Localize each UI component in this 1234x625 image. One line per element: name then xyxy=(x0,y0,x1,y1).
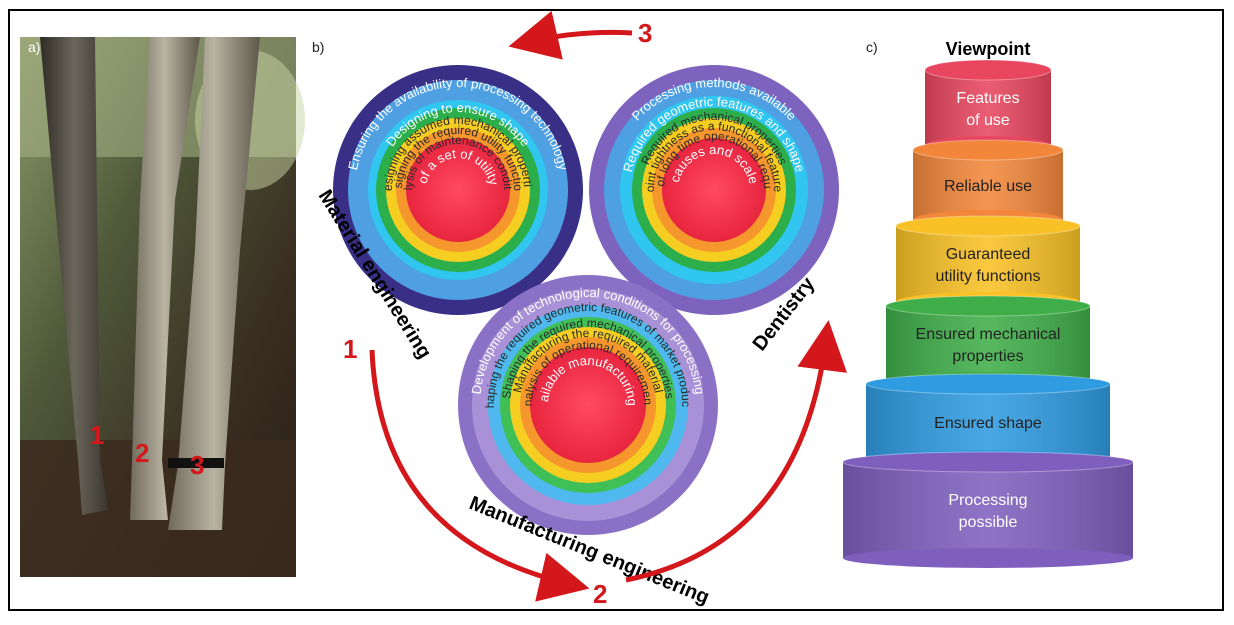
tree-trunk-2 xyxy=(130,37,200,520)
pyramid-tier-base xyxy=(843,548,1133,568)
dentistry-circle xyxy=(589,65,839,315)
pyramid-tier-label: Reliable use xyxy=(944,178,1032,195)
tree-trunk-3 xyxy=(168,37,260,530)
arrow-bottom xyxy=(625,320,848,583)
arrow-left xyxy=(369,349,590,602)
manufacturing-circle xyxy=(458,275,718,535)
pyramid-tier-label: utility functions xyxy=(936,268,1041,285)
trunk-band-3 xyxy=(168,458,224,468)
photo-marker-2: 2 xyxy=(135,438,149,468)
pyramid-tier-label: Ensured mechanical xyxy=(916,326,1061,343)
pyramid-tier-shading xyxy=(886,306,1090,382)
arrow-number-2: 2 xyxy=(593,579,607,609)
tree-trunk-1 xyxy=(40,37,108,515)
pyramid-tier-label: possible xyxy=(959,514,1018,531)
pyramid-tier-shading xyxy=(925,70,1051,146)
photo-panel: a) 1 2 3 xyxy=(20,37,305,577)
material-circle xyxy=(333,65,583,315)
pyramid-title: Viewpoint xyxy=(946,39,1031,59)
pyramid-tier-top xyxy=(842,451,1134,473)
photo-marker-3: 3 xyxy=(190,450,204,480)
pyramid-tier-top xyxy=(912,139,1064,161)
pyramid-tier-label: of use xyxy=(966,112,1010,129)
pyramid-tier-label: Ensured shape xyxy=(934,415,1042,432)
pyramid-tier-top xyxy=(924,59,1052,81)
pyramid-tier-shading xyxy=(913,150,1063,220)
arrow-number-1: 1 xyxy=(343,334,357,364)
arrow-number-3: 3 xyxy=(638,18,652,48)
pyramid-tier-shading xyxy=(866,384,1110,460)
arrow-top xyxy=(508,10,633,60)
pyramid-tier-4: Ensured mechanical properties xyxy=(885,295,1091,392)
pyramid-tier-top xyxy=(895,215,1081,237)
pyramid-tier-top xyxy=(865,373,1111,395)
figure-frame xyxy=(8,9,1224,611)
pyramid-tier-6: Processing possible xyxy=(842,451,1134,568)
pyramid-tier-label: properties xyxy=(952,348,1023,365)
panel-c-label: c) xyxy=(866,39,878,55)
pyramid-tier-label: Guaranteed xyxy=(946,246,1031,263)
pyramid-tier-shading xyxy=(896,226,1080,302)
pyramid-tier-label: Features xyxy=(956,90,1019,107)
pyramid-tier-shading xyxy=(843,462,1133,558)
panel-b-label: b) xyxy=(312,39,324,55)
panel-a-label: a) xyxy=(28,39,40,55)
pyramid-tier-top xyxy=(885,295,1091,317)
photo-marker-1: 1 xyxy=(90,420,104,450)
pyramid-tier-label: Processing xyxy=(948,492,1027,509)
